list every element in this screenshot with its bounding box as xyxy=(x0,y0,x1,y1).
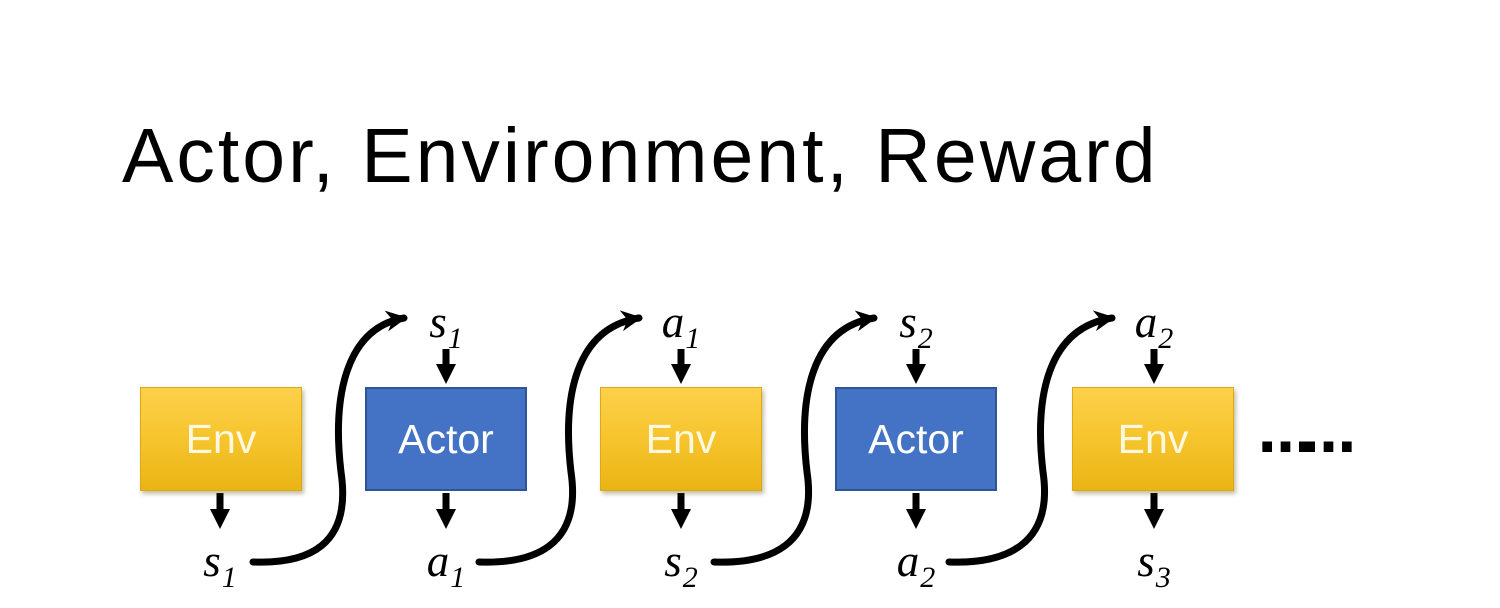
continuation-ellipsis: …… xyxy=(1258,401,1356,465)
top-label-s2-base: s xyxy=(899,297,917,347)
env-box-2: Env xyxy=(600,387,762,491)
top-label-a2: a2 xyxy=(1109,297,1199,364)
env-box-1: Env xyxy=(140,387,302,491)
bottom-label-s2: s2 xyxy=(636,536,726,603)
actor-box-1: Actor xyxy=(365,387,527,491)
bottom-label-s1: s1 xyxy=(175,536,265,603)
env-box-2-label: Env xyxy=(645,415,717,462)
env-box-3-label: Env xyxy=(1117,415,1189,462)
top-label-a1-sub: 1 xyxy=(685,322,701,355)
bottom-label-s3-base: s xyxy=(1137,536,1155,586)
actor-box-2: Actor xyxy=(835,387,997,491)
actor-box-1-label: Actor xyxy=(398,415,494,462)
env-box-3: Env xyxy=(1072,387,1234,491)
flow-arrow-s1 xyxy=(249,310,408,566)
top-label-a2-sub: 2 xyxy=(1158,322,1174,355)
flow-arrow-a1 xyxy=(475,310,643,566)
top-label-s2-sub: 2 xyxy=(917,322,933,355)
bottom-label-a1-sub: 1 xyxy=(450,561,466,594)
flow-arrow-a2 xyxy=(945,310,1116,566)
env-box-1-label: Env xyxy=(185,415,257,462)
flow-arrow-s2 xyxy=(710,310,878,566)
bottom-label-s3: s3 xyxy=(1109,536,1199,603)
top-label-s1-base: s xyxy=(429,297,447,347)
bottom-label-s1-sub: 1 xyxy=(221,561,237,594)
bottom-label-a1: a1 xyxy=(401,536,491,603)
top-label-s1: s1 xyxy=(401,297,491,364)
bottom-label-a2-sub: 2 xyxy=(920,561,936,594)
top-label-s2: s2 xyxy=(871,297,961,364)
top-label-a1: a1 xyxy=(636,297,726,364)
bottom-label-s3-sub: 3 xyxy=(1155,561,1171,594)
top-label-a2-base: a xyxy=(1134,297,1158,347)
bottom-label-a2: a2 xyxy=(871,536,961,603)
bottom-label-s2-sub: 2 xyxy=(682,561,698,594)
top-label-a1-base: a xyxy=(661,297,685,347)
bottom-label-s2-base: s xyxy=(664,536,682,586)
bottom-label-a2-base: a xyxy=(896,536,920,586)
bottom-label-s1-base: s xyxy=(203,536,221,586)
bottom-label-a1-base: a xyxy=(426,536,450,586)
actor-box-2-label: Actor xyxy=(868,415,964,462)
top-label-s1-sub: 1 xyxy=(447,322,463,355)
slide-title: Actor, Environment, Reward xyxy=(122,113,1159,199)
